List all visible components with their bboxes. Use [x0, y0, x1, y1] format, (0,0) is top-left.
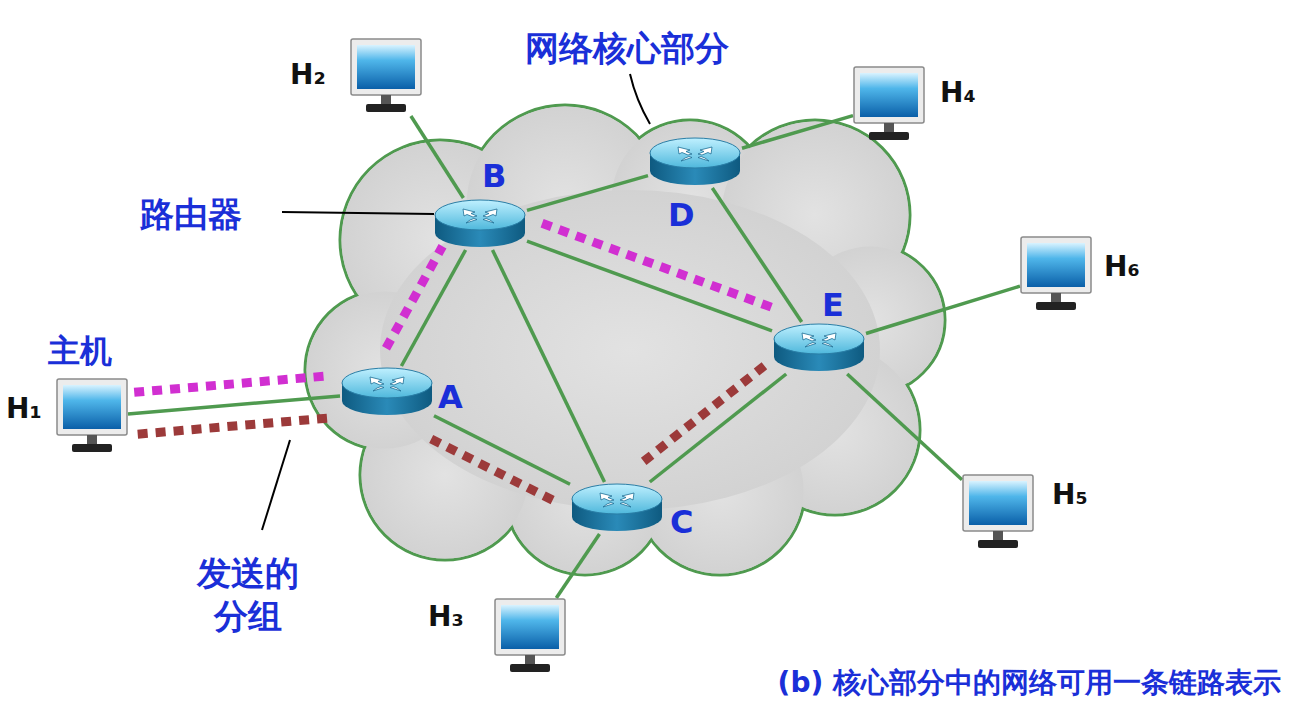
- router-node: D: [648, 136, 742, 188]
- router-node: C: [570, 482, 664, 534]
- host-icon: [1020, 236, 1092, 314]
- link-line: [866, 286, 1020, 333]
- packet-path: [386, 246, 443, 348]
- link-line: [556, 534, 599, 598]
- router-label: A: [438, 378, 463, 416]
- link-line: [527, 176, 648, 211]
- leader-line: [282, 212, 434, 214]
- link-line: [650, 374, 786, 482]
- host-node: H₆: [1020, 236, 1092, 314]
- router-node: B: [433, 198, 527, 250]
- leader-line: [630, 74, 650, 124]
- router-label: E: [822, 286, 844, 324]
- packet-path: [542, 223, 772, 307]
- host-label: H₆: [1104, 250, 1140, 283]
- leader-line: [262, 440, 290, 530]
- callout-label: 主机: [48, 330, 112, 374]
- packet-path: [138, 418, 334, 435]
- host-icon: [350, 38, 422, 116]
- host-node: H₃: [494, 598, 566, 676]
- host-label: H₁: [6, 392, 42, 425]
- callout-label: 发送的分组: [192, 552, 304, 637]
- router-label: B: [482, 157, 506, 195]
- router-icon: [772, 322, 866, 374]
- router-node: A: [340, 366, 434, 418]
- packet-path: [134, 376, 330, 393]
- link-line: [493, 250, 605, 482]
- host-icon: [494, 598, 566, 676]
- host-label: H₂: [290, 58, 326, 91]
- link-line: [742, 116, 853, 149]
- router-icon: [570, 482, 664, 534]
- router-node: E: [772, 322, 866, 374]
- callout-label: 路由器: [140, 192, 242, 238]
- host-node: H₁: [56, 378, 128, 456]
- link-line: [527, 241, 772, 331]
- host-icon: [56, 378, 128, 456]
- host-node: H₄: [853, 66, 925, 144]
- host-label: H₃: [428, 600, 464, 633]
- host-node: H₂: [350, 38, 422, 116]
- host-label: H₄: [940, 76, 976, 109]
- host-node: H₅: [962, 474, 1034, 552]
- host-icon: [962, 474, 1034, 552]
- router-icon: [340, 366, 434, 418]
- router-label: C: [670, 503, 693, 541]
- host-label: H₅: [1052, 478, 1088, 511]
- link-line: [712, 188, 801, 322]
- router-icon: [648, 136, 742, 188]
- link-line: [128, 396, 340, 414]
- callout-label: 网络核心部分: [525, 26, 729, 72]
- packet-path: [644, 363, 768, 461]
- router-label: D: [668, 196, 695, 234]
- router-icon: [433, 198, 527, 250]
- packet-path: [431, 439, 553, 500]
- caption: (b) 核心部分中的网络可用一条链路表示: [778, 664, 1281, 702]
- host-icon: [853, 66, 925, 144]
- link-line: [411, 116, 464, 198]
- link-line: [847, 374, 962, 480]
